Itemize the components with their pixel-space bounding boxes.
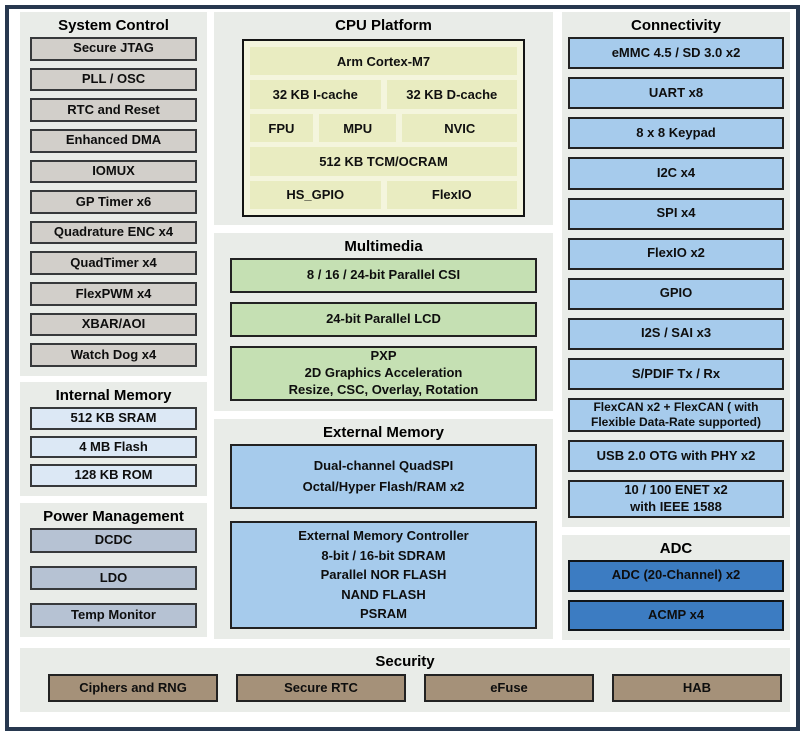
section-external-memory: External Memory Dual-channel QuadSPI Oct… — [214, 419, 553, 639]
block-spdif: S/PDIF Tx / Rx — [568, 358, 784, 391]
cpu-row-core: Arm Cortex-M7 — [250, 47, 517, 76]
section-security: Security Ciphers and RNG Secure RTC eFus… — [20, 648, 790, 712]
block-rom: 128 KB ROM — [30, 464, 197, 488]
power-management-stack: DCDC LDO Temp Monitor — [20, 528, 207, 637]
block-adc-20ch: ADC (20-Channel) x2 — [568, 560, 784, 592]
section-title-internal-memory: Internal Memory — [55, 387, 172, 404]
block-flash: 4 MB Flash — [30, 435, 197, 459]
section-title-system-control: System Control — [58, 17, 169, 34]
security-row: Ciphers and RNG Secure RTC eFuse HAB — [20, 673, 790, 712]
block-acmp: ACMP x4 — [568, 599, 784, 631]
section-internal-memory: Internal Memory 512 KB SRAM 4 MB Flash 1… — [20, 382, 207, 496]
section-title-multimedia: Multimedia — [344, 238, 423, 255]
block-dcdc: DCDC — [30, 528, 197, 553]
block-xbar-aoi: XBAR/AOI — [30, 312, 197, 337]
block-enhanced-dma: Enhanced DMA — [30, 128, 197, 153]
section-title-security: Security — [375, 653, 435, 670]
block-secure-jtag: Secure JTAG — [30, 37, 197, 61]
cpu-row-io: HS_GPIO FlexIO — [250, 180, 517, 210]
block-fpu: FPU — [250, 113, 313, 143]
section-connectivity: Connectivity eMMC 4.5 / SD 3.0 x2 UART x… — [562, 12, 790, 527]
block-gp-timer: GP Timer x6 — [30, 190, 197, 214]
chip-block-diagram: System Control Secure JTAG PLL / OSC RTC… — [5, 5, 800, 731]
block-flexio-x2: FlexIO x2 — [568, 237, 784, 270]
block-pll-osc: PLL / OSC — [30, 67, 197, 92]
block-ciphers-rng: Ciphers and RNG — [48, 674, 218, 702]
block-spi: SPI x4 — [568, 197, 784, 230]
block-iomux: IOMUX — [30, 159, 197, 184]
block-usb-otg: USB 2.0 OTG with PHY x2 — [568, 440, 784, 473]
block-emmc-sd: eMMC 4.5 / SD 3.0 x2 — [568, 37, 784, 70]
block-hs-gpio: HS_GPIO — [250, 180, 381, 210]
section-cpu-platform: CPU Platform Arm Cortex-M7 32 KB I-cache… — [214, 12, 553, 225]
multimedia-stack: 8 / 16 / 24-bit Parallel CSI 24-bit Para… — [214, 258, 553, 411]
block-parallel-csi: 8 / 16 / 24-bit Parallel CSI — [230, 258, 537, 294]
block-mpu: MPU — [318, 113, 397, 143]
block-tcm-ocram: 512 KB TCM/OCRAM — [250, 147, 517, 176]
block-flexpwm: FlexPWM x4 — [30, 282, 197, 306]
block-pxp: PXP 2D Graphics Acceleration Resize, CSC… — [230, 346, 537, 402]
block-nvic: NVIC — [402, 113, 517, 143]
block-hab: HAB — [612, 674, 782, 702]
external-memory-stack: Dual-channel QuadSPI Octal/Hyper Flash/R… — [214, 444, 553, 639]
connectivity-stack: eMMC 4.5 / SD 3.0 x2 UART x8 8 x 8 Keypa… — [562, 37, 790, 527]
block-efuse: eFuse — [424, 674, 594, 702]
block-arm-cortex-m7: Arm Cortex-M7 — [250, 47, 517, 76]
block-dcache: 32 KB D-cache — [386, 80, 517, 109]
block-i2c: I2C x4 — [568, 157, 784, 190]
block-temp-monitor: Temp Monitor — [30, 603, 197, 629]
block-icache: 32 KB I-cache — [250, 80, 381, 109]
cpu-row-tcm: 512 KB TCM/OCRAM — [250, 147, 517, 176]
cpu-row-caches: 32 KB I-cache 32 KB D-cache — [250, 80, 517, 109]
block-cpu-flexio: FlexIO — [386, 180, 517, 210]
block-secure-rtc: Secure RTC — [236, 674, 406, 702]
block-external-memory-controller: External Memory Controller 8-bit / 16-bi… — [230, 521, 537, 629]
cpu-row-units: FPU MPU NVIC — [250, 113, 517, 143]
block-keypad: 8 x 8 Keypad — [568, 117, 784, 150]
internal-memory-stack: 512 KB SRAM 4 MB Flash 128 KB ROM — [20, 407, 207, 496]
section-title-external-memory: External Memory — [323, 424, 444, 441]
block-enet: 10 / 100 ENET x2 with IEEE 1588 — [568, 480, 784, 519]
section-system-control: System Control Secure JTAG PLL / OSC RTC… — [20, 12, 207, 376]
block-quadspi: Dual-channel QuadSPI Octal/Hyper Flash/R… — [230, 444, 537, 510]
block-uart: UART x8 — [568, 77, 784, 110]
block-flexcan: FlexCAN x2 + FlexCAN ( with Flexible Dat… — [568, 398, 784, 433]
section-power-management: Power Management DCDC LDO Temp Monitor — [20, 503, 207, 637]
block-ldo: LDO — [30, 565, 197, 591]
block-parallel-lcd: 24-bit Parallel LCD — [230, 302, 537, 338]
section-title-cpu-platform: CPU Platform — [335, 17, 432, 34]
section-multimedia: Multimedia 8 / 16 / 24-bit Parallel CSI … — [214, 233, 553, 411]
section-adc: ADC ADC (20-Channel) x2 ACMP x4 — [562, 535, 790, 640]
block-quadtimer: QuadTimer x4 — [30, 251, 197, 276]
section-title-connectivity: Connectivity — [630, 17, 721, 34]
cpu-platform-container: Arm Cortex-M7 32 KB I-cache 32 KB D-cach… — [242, 39, 525, 217]
block-gpio: GPIO — [568, 277, 784, 310]
adc-stack: ADC (20-Channel) x2 ACMP x4 — [562, 560, 790, 640]
system-control-stack: Secure JTAG PLL / OSC RTC and Reset Enha… — [20, 37, 207, 376]
section-title-adc: ADC — [659, 540, 693, 557]
block-quadrature-enc: Quadrature ENC x4 — [30, 220, 197, 245]
section-title-power-management: Power Management — [43, 508, 184, 525]
block-watchdog: Watch Dog x4 — [30, 343, 197, 368]
block-sram: 512 KB SRAM — [30, 407, 197, 430]
block-rtc-reset: RTC and Reset — [30, 98, 197, 122]
block-i2s-sai: I2S / SAI x3 — [568, 317, 784, 350]
